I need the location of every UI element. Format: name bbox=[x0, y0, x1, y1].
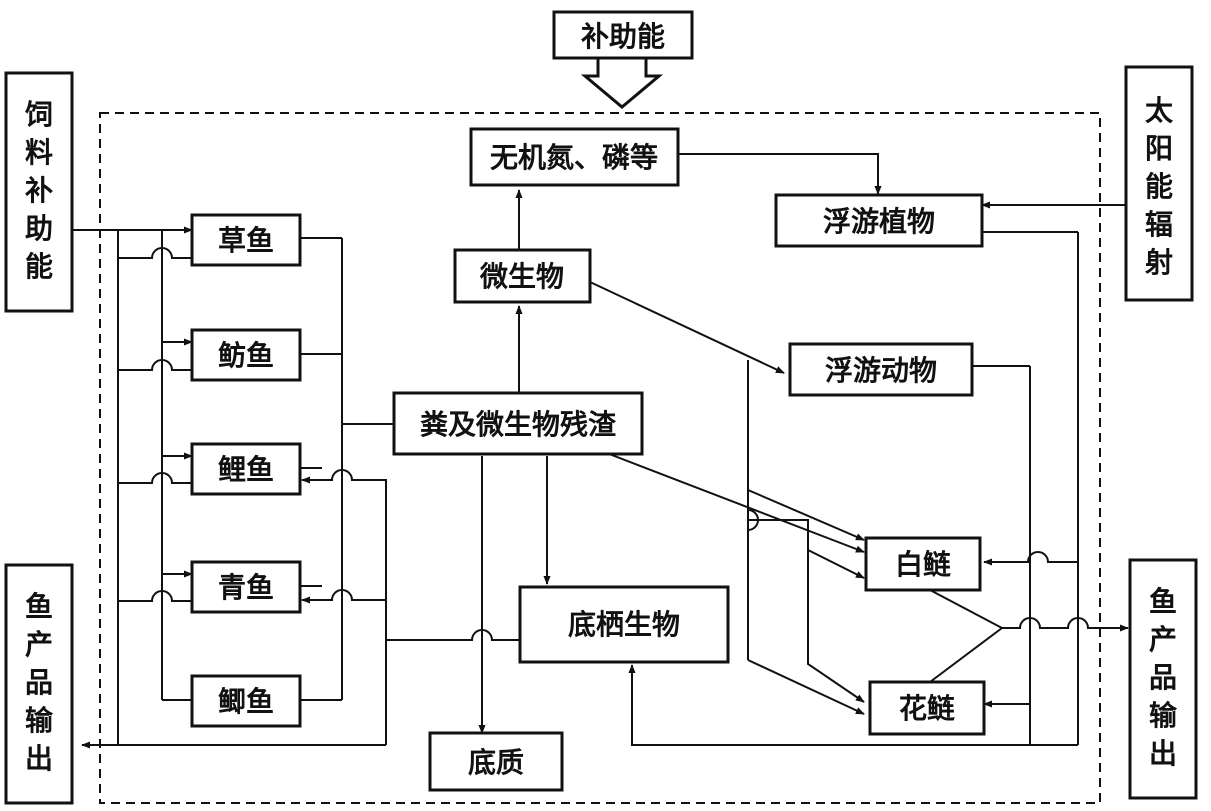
microbes-to-zooplankton bbox=[589, 281, 785, 374]
bus-to-grass-crossing bbox=[118, 247, 192, 259]
microbes-label: 微生物 bbox=[479, 260, 564, 293]
phytoplankton-label: 浮游植物 bbox=[823, 205, 935, 238]
benthos-box bbox=[518, 585, 730, 664]
fish-output-left-box bbox=[4, 563, 74, 805]
silver-to-output bbox=[929, 589, 1003, 629]
bighead-to-output bbox=[929, 627, 1003, 683]
phyto-to-silver bbox=[983, 551, 1078, 566]
bream-label: 鲂鱼 bbox=[218, 339, 274, 372]
inorganic-np-label: 无机氮、磷等 bbox=[490, 141, 658, 174]
bottom-return bbox=[628, 664, 1078, 746]
pond-system-boundary bbox=[99, 112, 1101, 804]
bus-to-common-carp bbox=[118, 472, 192, 484]
common-carp-box bbox=[190, 442, 302, 496]
supplement-energy-arrow bbox=[580, 58, 664, 109]
zooplankton-box bbox=[788, 342, 974, 397]
grass-carp-label: 草鱼 bbox=[218, 224, 274, 257]
crucian-carp-box bbox=[190, 674, 302, 728]
silver-carp-box bbox=[864, 536, 982, 592]
zoo-bus-left-to-silver bbox=[807, 549, 865, 579]
substrate-box bbox=[428, 731, 564, 792]
bighead-carp-label: 花鲢 bbox=[899, 692, 955, 725]
crucian-carp-label: 鲫鱼 bbox=[218, 685, 274, 718]
fish-output-right-label: 鱼产品输出 bbox=[1149, 585, 1178, 770]
black-carp-label: 青鱼 bbox=[218, 571, 274, 604]
inorganic-np-box bbox=[469, 127, 680, 187]
bus-to-black-carp bbox=[118, 590, 192, 602]
bream-box bbox=[190, 328, 302, 382]
vertical-labels: 饲料补助能 太阳能辐射 鱼产品输出 鱼产品输出 bbox=[24, 94, 1178, 775]
output-right-line bbox=[1002, 617, 1129, 632]
benthos-label: 底栖生物 bbox=[568, 608, 680, 641]
supplement-energy-box bbox=[552, 10, 694, 60]
fish-output-left-label: 鱼产品输出 bbox=[25, 590, 54, 775]
solar-radiation-box bbox=[1124, 65, 1194, 302]
zoo-to-silver-carp bbox=[747, 489, 865, 541]
phytoplankton-box bbox=[774, 193, 984, 248]
zoo-bus-left bbox=[748, 519, 865, 703]
boxes bbox=[4, 10, 1198, 805]
silver-carp-label: 白鲢 bbox=[895, 548, 951, 581]
grass-carp-box bbox=[190, 213, 302, 267]
bighead-carp-box bbox=[868, 680, 986, 736]
zoo-to-bighead-carp bbox=[747, 659, 865, 715]
connectors bbox=[72, 58, 1129, 749]
substrate-label: 底质 bbox=[468, 746, 524, 779]
zooplankton-label: 浮游动物 bbox=[825, 354, 937, 387]
inorganic-to-phytoplankton bbox=[678, 153, 882, 195]
black-carp-box bbox=[190, 560, 302, 614]
supplement-energy-label: 补助能 bbox=[581, 20, 665, 53]
solar-radiation-label: 太阳能辐射 bbox=[1144, 94, 1174, 279]
feces-residue-label: 粪及微生物残渣 bbox=[420, 408, 617, 441]
microbes-box bbox=[453, 248, 592, 304]
labels: 补助能 无机氮、磷等 浮游植物 微生物 浮游动物 粪及微生物残渣 草鱼 鲂鱼 鲤… bbox=[218, 20, 955, 779]
common-carp-label: 鲤鱼 bbox=[218, 453, 274, 486]
feed-supplement-box bbox=[4, 71, 74, 313]
residue-to-silver-carp bbox=[603, 451, 865, 553]
benthos-to-fish-line bbox=[386, 629, 520, 641]
benthos-to-black bbox=[301, 589, 386, 604]
feces-residue-box bbox=[392, 391, 644, 456]
feed-supplement-label: 饲料补助能 bbox=[24, 98, 53, 283]
benthos-line bbox=[301, 469, 387, 745]
bus-to-bream bbox=[118, 359, 192, 371]
fish-output-right-box bbox=[1128, 558, 1198, 800]
